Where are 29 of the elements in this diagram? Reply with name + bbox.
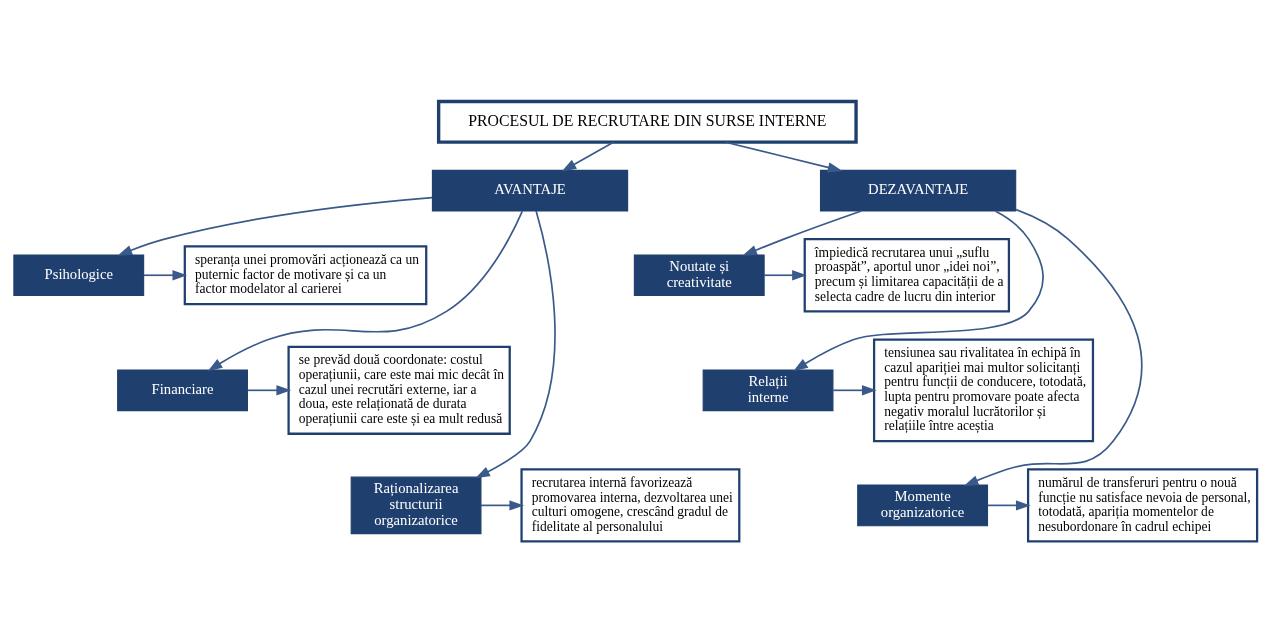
node-box: Relații interne <box>702 368 834 411</box>
node-box: Noutate și creativitate <box>633 253 765 296</box>
node-box: Momente organizatorice <box>857 484 989 526</box>
arrow <box>143 269 188 280</box>
arrow <box>724 140 843 172</box>
arrow <box>832 384 877 395</box>
node-box: AVANTAJE <box>431 169 629 211</box>
node-box: tensiunea sau rivalitatea în echipă în cazul apariției mai multor solicitanți pentru funcții de conducere, totodată, lupta pentru promovare poate afecta negativ moralul lucrătorilor și relațiile între aceștia <box>872 337 1095 442</box>
node-box: speranța unei promovări acționează ca un puternic factor de motivare și ca un factor modelator al carierei <box>183 244 428 305</box>
arrow <box>793 209 1044 371</box>
node-box: se prevăd două coordonate: costul operațiunii, care este mai mic decât în cazul unei recrutări externe, iar a doua, este relaționată de durata operațiunii care este și ea mult redusă <box>287 345 511 435</box>
arrow <box>561 140 615 172</box>
node-box: DEZAVANTAJE <box>819 169 1017 211</box>
arrow <box>246 384 292 395</box>
arrow <box>475 209 556 478</box>
node-box: Financiare <box>117 368 248 411</box>
arrow <box>763 269 807 280</box>
arrow <box>480 499 525 511</box>
arrow <box>742 209 863 256</box>
arrow <box>207 209 524 371</box>
node-box: împiedică recrutarea unui „suflu proaspăt”, aportul unor „idei noi”, precum și limitarea capacității de a selecta cadre de lucru din interior <box>803 237 1011 312</box>
arrow <box>963 208 1143 486</box>
arrow <box>117 196 433 256</box>
node-box: recrutarea internă favorizează promovarea interna, dezvoltarea unei culturi omogene, crescând gradul de fidelitate al personalului <box>520 467 741 543</box>
node-box: numărul de transferuri pentru o nouă funcție nu satisface nevoia de personal, totodată, apariția momentelor de nesubordonare în cadrul echipei <box>1026 467 1259 543</box>
node-box: PROCESUL DE RECRUTARE DIN SURSE INTERNE <box>436 99 858 144</box>
node-box: Raționalizarea structurii organizatorice <box>350 476 482 534</box>
node-box: Psihologice <box>13 253 145 296</box>
arrow <box>986 499 1031 511</box>
